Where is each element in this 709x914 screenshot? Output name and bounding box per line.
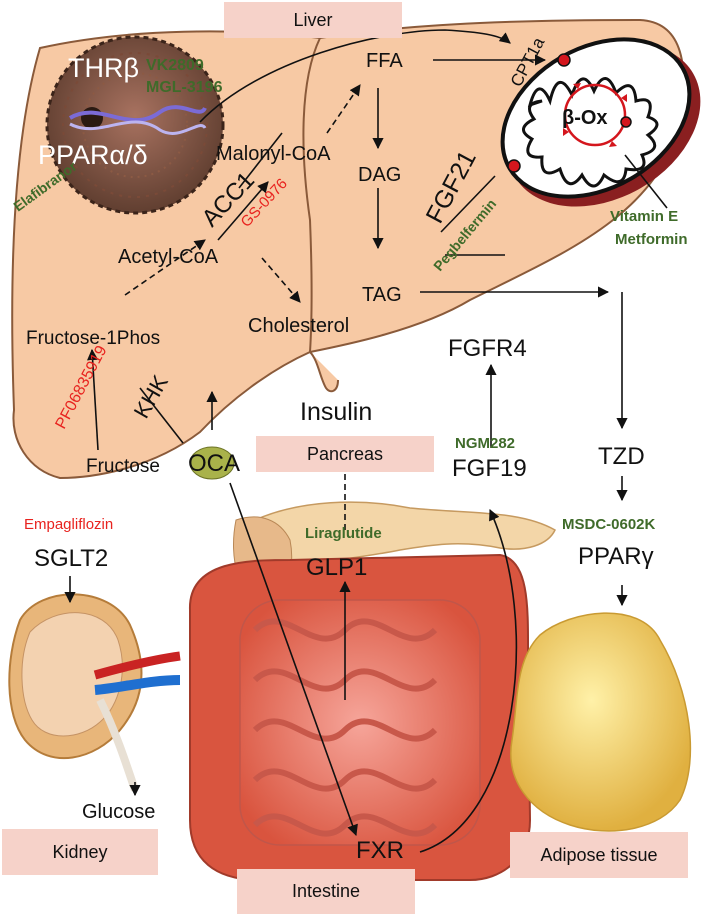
adipose-label-box: Adipose tissue [510,832,688,878]
adipose-image [510,612,692,832]
kidney-label: Kidney [52,841,108,862]
tzd-label: TZD [598,443,645,470]
tag-label: TAG [362,284,402,306]
fgfr4-label: FGFR4 [448,335,527,362]
metformin-label: Metformin [615,231,688,248]
mgl3196-label: MGL-3196 [146,79,223,96]
insulin-label: Insulin [300,398,372,426]
nucleus-image [45,35,225,215]
acc1-bar [238,132,283,189]
vk2809-label: VK2809 [146,57,204,74]
acetyl-coa-label: Acetyl-CoA [118,246,219,268]
cholesterol-label: Cholesterol [248,315,349,337]
liver-label-box: Liver [224,2,402,38]
liver-label: Liver [293,9,333,30]
intestine-image [188,553,532,881]
fgf21-bar [440,175,496,233]
ngm282-label: NGM282 [455,435,515,452]
fructose-label: Fructose [86,456,160,477]
empagliflozin-label: Empagliflozin [24,516,113,533]
sglt2-label: SGLT2 [34,545,108,572]
fxr-label: FXR [356,837,404,864]
glp1-label: GLP1 [306,554,367,581]
khk-bar [139,387,184,444]
malonyl-coa-label: Malonyl-CoA [216,143,331,165]
oca-label: OCA [188,450,240,477]
thrb-label: THRβ [68,53,139,83]
kidney-image [8,593,181,792]
msdc-label: MSDC-0602K [562,516,656,533]
pathway-arrows [64,29,668,853]
mitochondrion-image [500,37,701,207]
intestine-label: Intestine [291,881,361,901]
ppar-ad-label: PPARα/δ [38,140,148,170]
fgf19-label: FGF19 [452,455,527,482]
pancreas-label-box: Pancreas [256,436,434,472]
gallbladder-shape [189,446,235,480]
adipose-label: Adipose tissue [540,844,658,865]
vitamin-e-label: Vitamin E [610,208,678,225]
pancreas-label: Pancreas [306,443,384,464]
liraglutide-label: Liraglutide [305,525,382,542]
dag-label: DAG [358,164,401,186]
beta-ox-label: β-Ox [562,107,608,129]
glucose-label: Glucose [82,801,155,823]
fructose-1phos-label: Fructose-1Phos [26,328,160,349]
ppar-gamma-label: PPARγ [578,543,654,570]
intestine-label-box: Intestine [237,869,415,914]
ffa-label: FFA [366,50,403,72]
kidney-label-box: Kidney [2,829,158,875]
